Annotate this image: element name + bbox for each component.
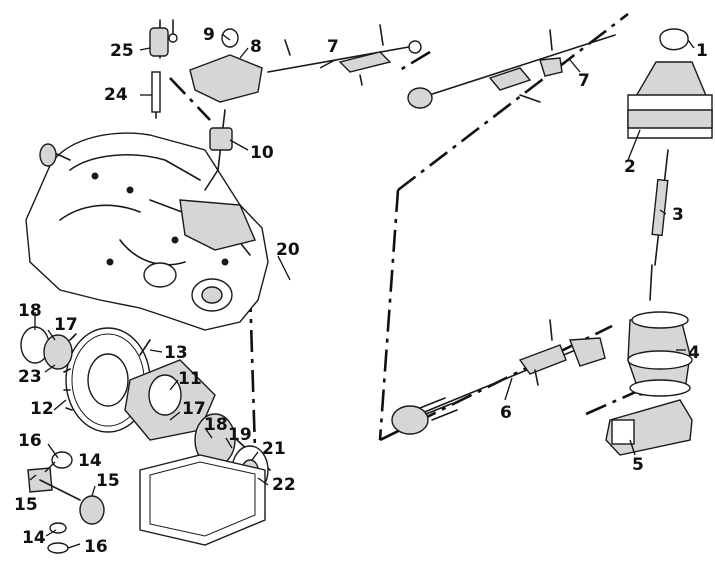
gearbox-housing: [25, 132, 269, 331]
callout-10: 10: [250, 143, 274, 163]
selector-housing: [149, 19, 291, 191]
shift-rod-right: [407, 29, 616, 109]
callout-14-upper: 14: [78, 451, 102, 471]
shift-rod-lower: [391, 319, 606, 435]
callout-7-right: 7: [578, 71, 590, 91]
callout-12: 12: [30, 399, 54, 419]
callout-15-right: 15: [96, 471, 120, 491]
shift-rod-upper: [267, 24, 422, 86]
oil-pan: [139, 454, 266, 546]
callout-19: 19: [228, 425, 252, 445]
callout-16-lower: 16: [84, 537, 108, 557]
callout-20: 20: [276, 240, 300, 260]
callout-15-left: 15: [14, 495, 38, 515]
callout-7-upper: 7: [327, 37, 339, 57]
bearing-left: [20, 326, 73, 370]
callout-16-upper: 16: [18, 431, 42, 451]
callout-13: 13: [164, 343, 188, 363]
callout-22: 22: [272, 475, 296, 495]
callout-2: 2: [624, 157, 636, 177]
callout-14-lower: 14: [22, 528, 46, 548]
callout-18-left: 18: [18, 301, 42, 321]
gear-lever-assembly: [626, 28, 714, 301]
callout-3: 3: [672, 205, 684, 225]
callout-18-mid: 18: [204, 415, 228, 435]
callout-6: 6: [500, 403, 512, 423]
callout-1: 1: [696, 41, 708, 61]
callout-21: 21: [262, 439, 286, 459]
callout-17-mid: 17: [182, 399, 206, 419]
callout-24: 24: [104, 85, 128, 105]
lever-housing: [605, 311, 693, 456]
callout-8: 8: [250, 37, 262, 57]
callout-17-left: 17: [54, 315, 78, 335]
callout-5: 5: [632, 455, 644, 475]
callout-labels: 1 2 3 4 5 6 7 7 8 9 10 11 12 13 14 14 15…: [14, 25, 708, 557]
callout-9: 9: [203, 25, 215, 45]
callout-4: 4: [688, 343, 700, 363]
leader-lines: [29, 33, 695, 549]
callout-25: 25: [110, 41, 134, 61]
callout-11: 11: [178, 369, 202, 389]
callout-23: 23: [18, 367, 42, 387]
